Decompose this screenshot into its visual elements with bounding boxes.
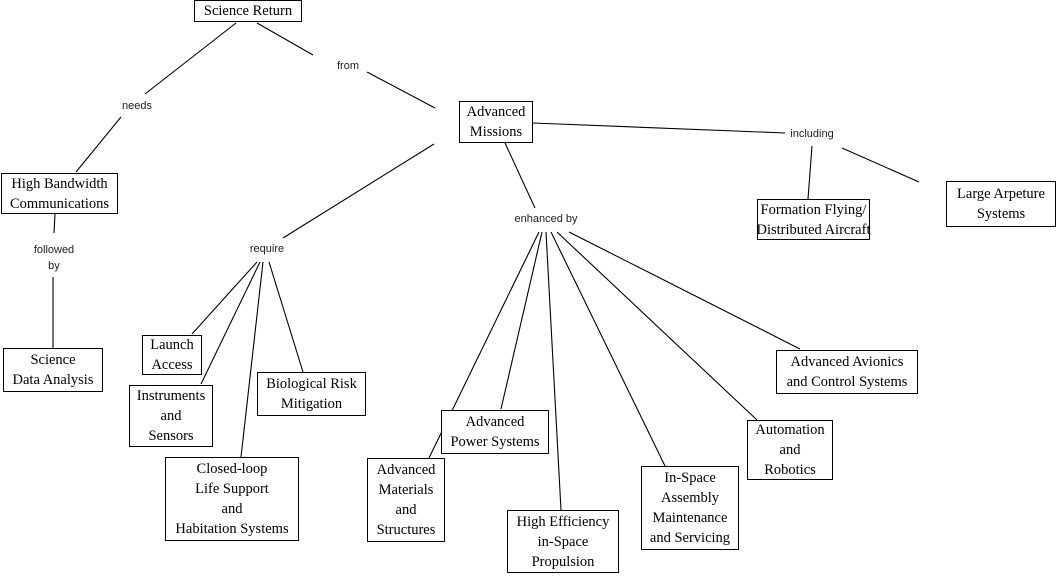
link-label-text: followed xyxy=(33,244,75,256)
node-text-line: Mitigation xyxy=(280,396,343,412)
connector-high-bandwidth-to-followed-by xyxy=(53,213,56,234)
connector-require-to-life-support xyxy=(240,261,264,458)
link-label-needs: needs xyxy=(122,98,152,114)
node-text-line: Maintenance xyxy=(652,510,728,526)
node-text-line: Habitation Systems xyxy=(175,521,289,537)
connector-from-to-advanced-missions xyxy=(366,71,436,109)
node-text-line: Robotics xyxy=(764,462,816,478)
node-text-line: Propulsion xyxy=(531,553,595,570)
link-label-require: require xyxy=(249,241,285,257)
node-text-line: and xyxy=(160,408,182,424)
link-label-text: by xyxy=(48,260,60,272)
link-label-followed-by: followed by xyxy=(33,242,75,274)
link-label-enhanced-by: enhanced by xyxy=(514,211,578,227)
connector-science-return-to-needs xyxy=(144,22,237,95)
node-text-line: Assembly xyxy=(661,490,719,506)
connector-including-to-formation-flying xyxy=(807,145,813,200)
node-text-line: Launch xyxy=(150,337,194,353)
connector-require-to-launch-access xyxy=(191,261,258,335)
node-text-line: Instruments xyxy=(136,388,206,404)
node-text-line: Advanced xyxy=(466,104,526,120)
connector-enhanced-by-to-power xyxy=(500,231,543,410)
node-text-line: and xyxy=(395,502,417,518)
node-text-line: Advanced Avionics xyxy=(790,354,904,370)
node-text-line: Science xyxy=(30,352,76,368)
connector-advanced-missions-to-including xyxy=(532,122,786,134)
node-text-line: Data Analysis xyxy=(12,372,94,388)
node-text-line: High Efficiency xyxy=(516,513,610,530)
connector-advanced-missions-to-enhanced-by xyxy=(504,142,536,209)
node-text-line: Systems xyxy=(976,206,1026,222)
node-science-return[interactable]: Science Return xyxy=(194,0,302,22)
node-advanced-avionics[interactable]: Advanced Avionics and Control Systems xyxy=(776,350,918,394)
node-text-line: Formation Flying/ xyxy=(760,201,867,218)
connector-needs-to-high-bandwidth xyxy=(75,116,122,173)
node-text-line: Communications xyxy=(9,195,110,212)
node-text-line: Closed-loop xyxy=(196,461,268,477)
node-text-line: Advanced xyxy=(376,462,436,478)
connector-enhanced-by-to-assembly xyxy=(550,231,666,467)
node-text-line: In-Space xyxy=(664,470,716,486)
node-text-line: Structures xyxy=(376,522,436,538)
connector-science-return-to-from xyxy=(256,22,314,56)
node-text-line: Access xyxy=(151,357,193,373)
connector-enhanced-by-to-propulsion xyxy=(545,231,562,511)
node-text-line: Large Arpeture xyxy=(957,186,1045,202)
node-text-line: Advanced xyxy=(465,414,525,430)
node-text-line: Biological Risk xyxy=(266,376,357,392)
node-text-line: and Servicing xyxy=(649,530,731,546)
link-label-text: from xyxy=(337,60,359,72)
node-text-line: High Bandwidth xyxy=(11,175,108,192)
connector-require-to-bio-risk xyxy=(268,261,304,373)
connector-require-to-instruments xyxy=(200,261,261,385)
connector-including-to-large-aperture xyxy=(841,147,920,183)
node-text-line: Power Systems xyxy=(450,434,540,450)
node-text-line: and xyxy=(779,442,801,458)
node-text-line: Materials xyxy=(378,482,434,498)
node-text-line: Missions xyxy=(469,124,523,140)
link-label-from: from xyxy=(337,58,359,74)
link-label-text: including xyxy=(790,128,834,140)
node-text-line: Science Return xyxy=(203,3,293,19)
node-text-line: Sensors xyxy=(148,428,194,444)
link-label-text: needs xyxy=(122,100,152,112)
node-text-line: in-Space xyxy=(537,533,589,550)
node-text-line: and Control Systems xyxy=(786,374,908,390)
node-text-line: Life Support xyxy=(195,481,269,497)
node-formation-flying[interactable]: Formation Flying/Distributed Aircraft xyxy=(757,199,870,240)
connector-enhanced-by-to-avionics xyxy=(568,231,801,350)
link-label-including: including xyxy=(790,126,834,142)
node-text-line: Automation xyxy=(755,422,825,438)
link-label-text: require xyxy=(249,243,285,255)
link-label-text: enhanced by xyxy=(514,213,578,225)
connector-enhanced-by-to-automation xyxy=(556,231,758,421)
connector-advanced-missions-to-require xyxy=(282,143,435,239)
node-text-line: and xyxy=(221,501,243,517)
node-text-line: Distributed Aircraft xyxy=(756,221,871,238)
